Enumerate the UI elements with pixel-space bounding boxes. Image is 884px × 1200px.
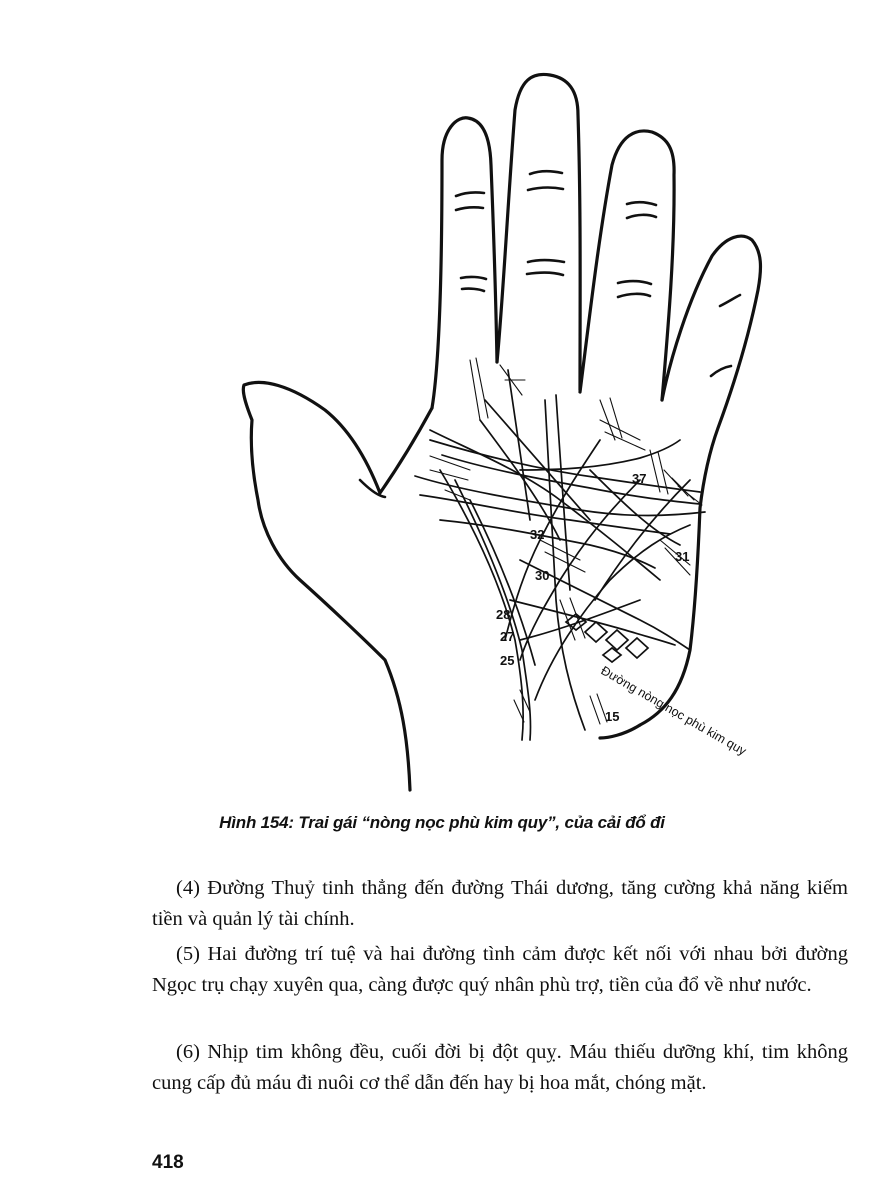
paragraph-4: (4) Đường Thuỷ tinh thẳng đến đường Thái…	[152, 877, 848, 930]
palm-figure: 37 32 31 30 28 27 25 15 Đường nòng nọc p…	[241, 72, 763, 792]
tadpole-line-label: Đường nòng nọc phù kim quy	[599, 663, 750, 758]
page-number: 418	[152, 1152, 184, 1173]
label-25: 25	[500, 653, 514, 668]
paragraph-6: (6) Nhịp tim không đều, cuối đời bị đột …	[152, 1041, 848, 1094]
label-27: 27	[500, 629, 514, 644]
label-30: 30	[535, 568, 549, 583]
label-31: 31	[675, 549, 689, 564]
label-28: 28	[496, 607, 510, 622]
palm-lines	[414, 357, 706, 741]
finger-creases	[358, 169, 742, 499]
figure-caption: Hình 154: Trai gái “nòng nọc phù kim quy…	[219, 813, 665, 832]
label-15: 15	[605, 709, 619, 724]
label-32: 32	[530, 527, 544, 542]
hand-outline	[241, 72, 763, 792]
paragraph-5: (5) Hai đường trí tuệ và hai đường tình …	[152, 943, 848, 996]
label-37: 37	[632, 471, 646, 486]
